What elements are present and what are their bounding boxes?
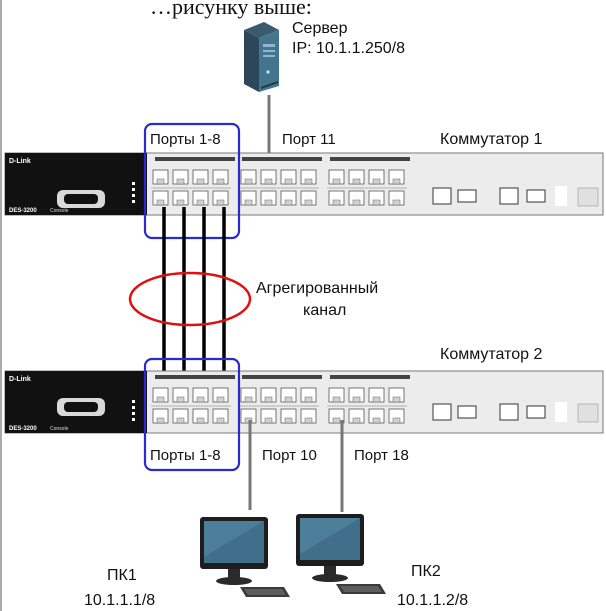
server-icon xyxy=(244,22,279,92)
switch2-chassis: D-Link DES-3200 Console xyxy=(4,370,604,434)
switch1-model: DES-3200 xyxy=(9,208,37,214)
switch2-brand: D-Link xyxy=(9,376,31,383)
switch2-ports-group-box xyxy=(143,357,241,472)
switch2-name: Коммутатор 2 xyxy=(440,346,542,363)
top-caption: …рисунку выше: xyxy=(150,0,312,19)
switch1-name: Коммутатор 1 xyxy=(440,131,542,148)
pc1-ip: 10.1.1.1/8 xyxy=(84,592,155,609)
switch1-ports-group-box xyxy=(143,122,241,240)
switch1-chassis: D-Link DES-3200 Console xyxy=(4,152,604,216)
aggregated-cables xyxy=(162,207,226,385)
pc1-name: ПК1 xyxy=(107,567,137,584)
switch1-brand: D-Link xyxy=(9,158,31,165)
aggregate-oval xyxy=(128,271,252,327)
aggregate-label-line1: Агрегированный xyxy=(256,280,378,297)
pc1-monitor-icon xyxy=(200,517,290,597)
switch1-ports-label: Порты 1-8 xyxy=(150,131,221,148)
switch2-ports-label: Порты 1-8 xyxy=(150,447,221,464)
switch2-port10-label: Порт 10 xyxy=(262,447,317,464)
pc2-ip: 10.1.1.2/8 xyxy=(397,592,468,609)
switch1-port11-label: Порт 11 xyxy=(282,131,336,148)
switch1-console-label: Console xyxy=(50,208,69,214)
server-ip: IP: 10.1.1.250/8 xyxy=(292,40,405,57)
switch2-port18-label: Порт 18 xyxy=(354,447,409,464)
switch2-model: DES-3200 xyxy=(9,426,37,432)
server-title: Сервер xyxy=(292,20,348,37)
aggregate-label-line2: канал xyxy=(303,302,346,319)
switch2-console-label: Console xyxy=(50,426,69,432)
pc2-monitor-icon xyxy=(296,514,386,594)
pc2-name: ПК2 xyxy=(411,563,441,580)
